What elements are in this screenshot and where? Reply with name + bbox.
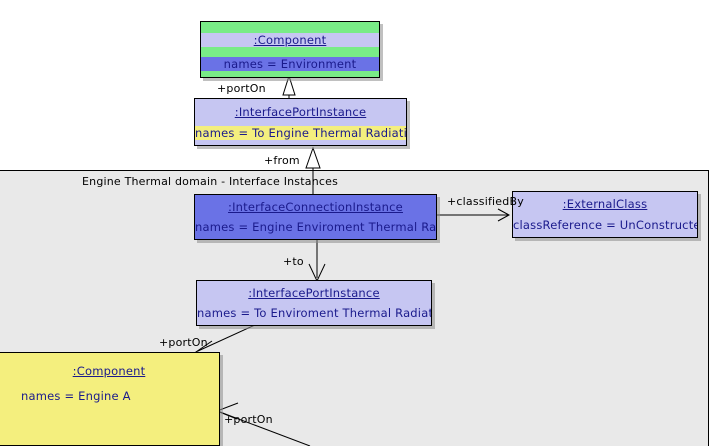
node-title: :Component <box>72 364 146 378</box>
edge-label-classified-by: +classifiedBy <box>447 195 524 208</box>
node-title: :InterfaceConnectionInstance <box>228 200 403 214</box>
node-attribute: names = To Engine Thermal Radiation <box>195 126 407 140</box>
edge-label-port-on-engine-a-upper: +portOn <box>159 336 208 349</box>
node-title: :InterfacePortInstance <box>248 286 380 300</box>
edge-label-to-port: +to <box>283 255 304 268</box>
edge-label-from-port: +from <box>264 154 300 167</box>
node-interface-connection-instance[interactable]: :InterfaceConnectionInstance names = Eng… <box>194 194 437 240</box>
node-component-environment[interactable]: :Component names = Environment <box>200 21 380 78</box>
node-attribute: names = Engine A <box>21 389 131 403</box>
node-attribute: names = Engine Enviroment Thermal Radiat… <box>195 220 437 234</box>
edge-label-port-on-engine-a-lower: +portOn <box>224 413 273 426</box>
node-port-to-engine-thermal-radiation[interactable]: :InterfacePortInstance names = To Engine… <box>194 98 407 146</box>
node-component-engine-a[interactable]: :Component names = Engine A <box>0 352 220 446</box>
node-attribute: names = Environment <box>201 57 379 71</box>
node-external-class[interactable]: :ExternalClass classReference = UnConstr… <box>512 191 698 238</box>
edge-label-port-on-environment: +portOn <box>217 82 266 95</box>
node-attribute: classReference = UnConstructed <box>513 218 698 232</box>
node-title: :ExternalClass <box>562 197 648 211</box>
node-title: :Component <box>201 33 379 47</box>
node-port-to-enviroment-thermal-radiation[interactable]: :InterfacePortInstance names = To Enviro… <box>196 280 432 326</box>
node-title: :InterfacePortInstance <box>195 105 406 119</box>
node-attribute: names = To Enviroment Thermal Radiation <box>197 306 432 320</box>
domain-region-label: Engine Thermal domain - Interface Instan… <box>82 175 339 188</box>
